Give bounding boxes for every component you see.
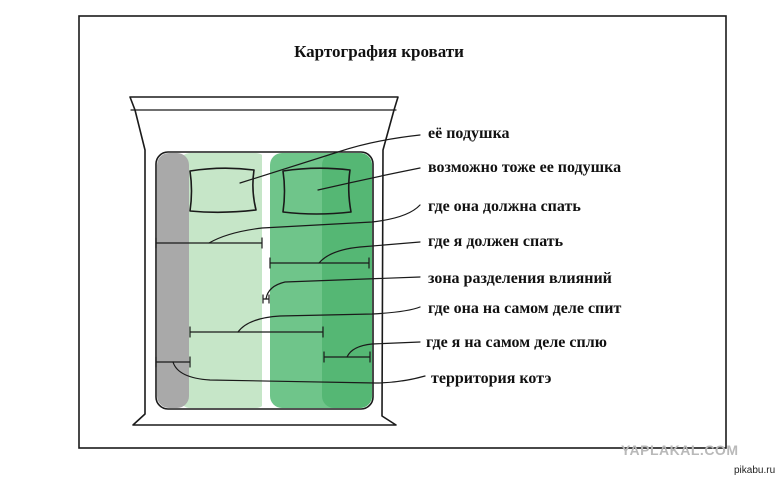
label-zone-of-influence: зона разделения влияний [428, 270, 612, 287]
watermark-primary: YAPLAKAL.COM [621, 442, 739, 458]
her-zone [180, 153, 266, 408]
leader-her-pillow [239, 134, 421, 184]
watermark-secondary: pikabu.ru [734, 465, 775, 476]
leader-me-should [318, 241, 421, 264]
label-where-i-actually-sleep: где я на самом деле сплю [426, 334, 607, 351]
bed-frame [129, 96, 399, 426]
label-where-i-should-sleep: где я должен спать [428, 233, 564, 250]
leader-lines [172, 134, 426, 384]
label-maybe-her-pillow: возможно тоже ее подушка [428, 159, 621, 176]
mattress [155, 151, 374, 410]
divider-strip [262, 153, 270, 408]
mattress-outline [155, 151, 374, 410]
leader-cat [172, 361, 426, 384]
leader-her-should [208, 204, 421, 244]
leader-her-actual [237, 306, 421, 333]
label-cat-territory: территория котэ [431, 370, 551, 387]
leader-influence [265, 276, 421, 300]
pillow-hers [189, 167, 257, 214]
leader-me-actual [346, 341, 421, 358]
span-her-actual [189, 326, 324, 338]
label-her-pillow: её подушка [428, 125, 510, 142]
cat-zone [157, 153, 189, 408]
label-where-she-actually-sleeps: где она на самом деле спит [428, 300, 621, 317]
my-zone-right [322, 153, 372, 408]
labels: её подушка возможно тоже ее подушка где … [426, 125, 621, 387]
diagram-title: Картография кровати [294, 42, 464, 61]
label-where-she-should-sleep: где она должна спать [428, 198, 581, 215]
pillow-maybe-hers [282, 167, 352, 215]
leader-maybe-pillow [317, 167, 421, 191]
